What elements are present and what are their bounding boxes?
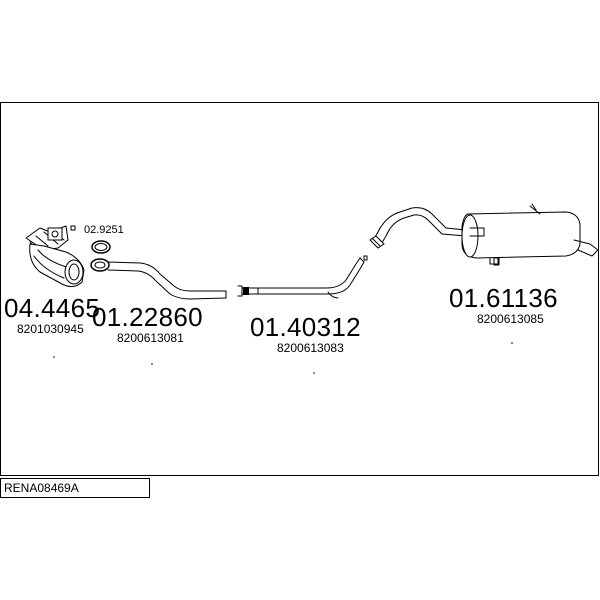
reference-dots [53,342,513,374]
middle-pipe-oem: 8200613083 [277,341,344,355]
rear-silencer-oem: 8200613085 [477,312,544,326]
reference-code: RENA08469A [4,481,79,495]
gasket-drawing [70,225,111,254]
front-pipe-oem: 8200613081 [117,331,184,345]
diagram-frame [0,102,599,476]
catalytic-converter-drawing [25,225,85,288]
rear-silencer-number: 01.61136 [449,283,558,313]
gasket-number: 02.9251 [84,224,124,236]
catalytic-converter-number: 04.4465 [4,293,101,323]
catalytic-converter-oem: 8201030945 [17,322,84,336]
reference-box: RENA08469A [0,478,150,498]
front-pipe-number: 01.22860 [92,302,203,332]
rear-silencer-drawing [369,203,599,266]
front-pipe-drawing [90,258,227,300]
middle-pipe-drawing [237,255,368,299]
middle-pipe-number: 01.40312 [250,312,361,342]
